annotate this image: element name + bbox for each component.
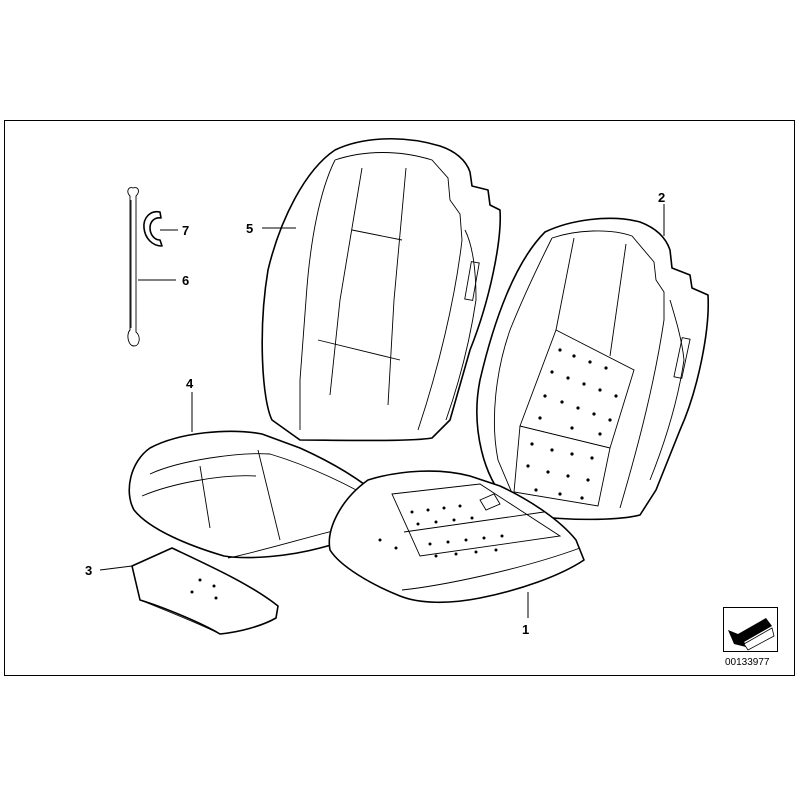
callout-3: 3	[85, 563, 92, 578]
callout-1: 1	[522, 622, 529, 637]
part-7-clip	[143, 210, 163, 247]
leader-lines	[99, 204, 665, 618]
part-5-backrest-cover	[261, 138, 502, 442]
part-1-seat-pad	[328, 470, 585, 604]
direction-arrow-icon	[723, 607, 778, 652]
perforations-seat	[378, 504, 504, 558]
part-2-backrest-pad	[476, 217, 710, 521]
callout-4: 4	[186, 376, 194, 391]
callout-7: 7	[182, 223, 189, 238]
part-6-wire	[127, 187, 140, 347]
perforations-back	[526, 348, 618, 500]
callout-2: 2	[658, 190, 665, 205]
callout-5: 5	[246, 221, 253, 236]
part-3-seat-extension	[131, 547, 279, 635]
diagram-border	[4, 120, 795, 676]
callout-6: 6	[182, 273, 189, 288]
document-number: 00133977	[725, 657, 770, 668]
